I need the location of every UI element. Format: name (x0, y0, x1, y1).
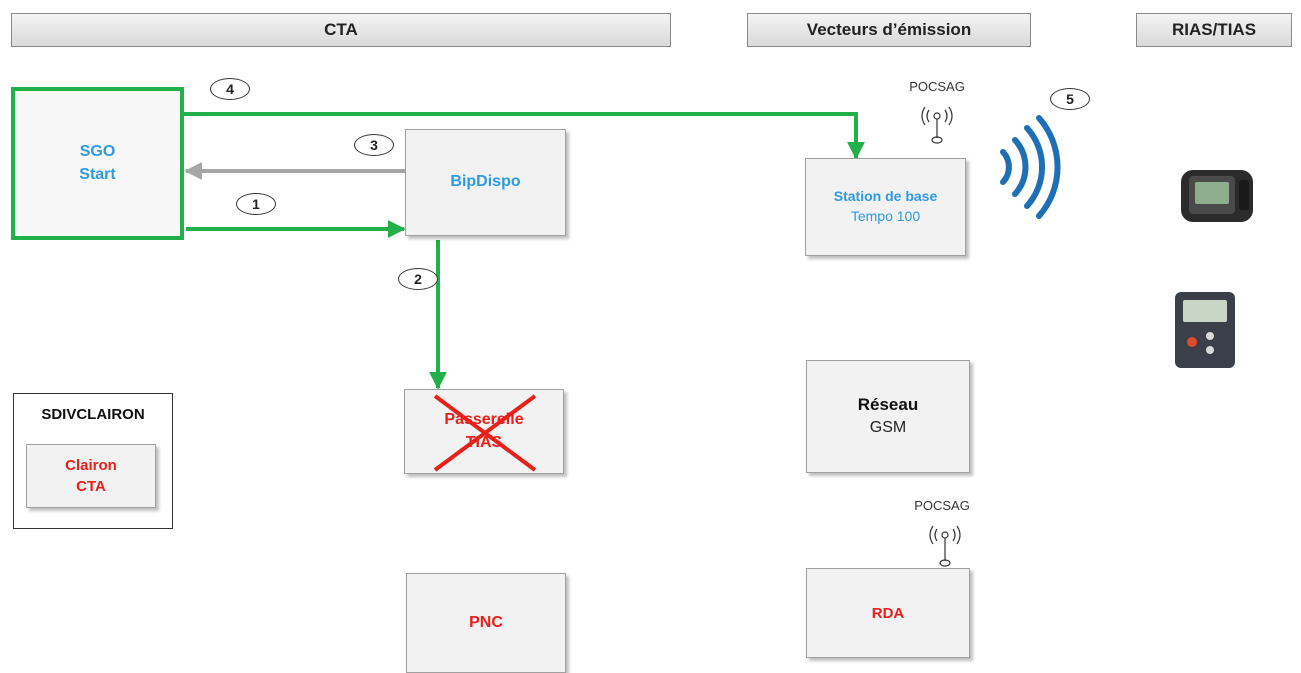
step-2-marker: 2 (398, 268, 438, 290)
station-tempo-label: Tempo 100 (850, 208, 921, 224)
reseau-gsm-box: Réseau GSM (806, 360, 970, 473)
header-vecteurs: Vecteurs d’émission (747, 13, 1031, 47)
gsm-label: GSM (869, 419, 907, 437)
antenna-icon (929, 525, 961, 567)
step-3-marker: 3 (354, 134, 394, 156)
sgo-label: SGO (79, 143, 116, 161)
clairon-cta-box: Clairon CTA (26, 444, 156, 508)
cross-out-icon (433, 394, 537, 472)
rda-box: RDA (806, 568, 970, 658)
pocsag-antenna-top: POCSAG (892, 79, 982, 144)
station-label: Station de base (833, 188, 938, 205)
step-4-label: 4 (226, 81, 234, 97)
header-cta-label: CTA (324, 20, 358, 39)
pnc-box: PNC (406, 573, 566, 673)
pocsag-label-bottom: POCSAG (914, 498, 970, 513)
header-rias-label: RIAS/TIAS (1171, 20, 1257, 39)
header-vecteurs-label: Vecteurs d’émission (806, 20, 972, 39)
pocsag-antenna-bottom: POCSAG (897, 498, 987, 567)
header-rias-tias: RIAS/TIAS (1136, 13, 1292, 47)
passerelle-tias-box: Passerelle TIAS (404, 389, 564, 474)
clairon-label: Clairon (65, 457, 117, 474)
clairon-cta-label: CTA (76, 478, 106, 495)
sgo-start-box: SGO Start (11, 87, 184, 240)
step-3-label: 3 (370, 137, 378, 153)
step-5-label: 5 (1066, 91, 1074, 107)
rda-label: RDA (871, 604, 905, 622)
sdivclairon-title: SDIVCLAIRON (41, 406, 145, 423)
station-de-base-box: Station de base Tempo 100 (805, 158, 966, 256)
arrow-step-4 (183, 112, 865, 160)
step-2-label: 2 (414, 271, 422, 287)
sdivclairon-box: SDIVCLAIRON Clairon CTA (13, 393, 173, 529)
sgo-start-label: Start (79, 165, 116, 183)
pnc-label: PNC (469, 613, 503, 631)
bipdispo-label: BipDispo (450, 173, 521, 191)
step-4-marker: 4 (210, 78, 250, 100)
pager-icon (1175, 292, 1235, 368)
pocsag-label-top: POCSAG (909, 79, 965, 94)
pager-icon (1181, 170, 1253, 222)
step-1-label: 1 (252, 196, 260, 212)
header-cta: CTA (11, 13, 671, 47)
bipdispo-box: BipDispo (405, 129, 566, 236)
step-1-marker: 1 (236, 193, 276, 215)
wireless-signal-icon (1000, 115, 1061, 219)
antenna-icon (921, 106, 953, 144)
step-5-marker: 5 (1050, 88, 1090, 110)
reseau-label: Réseau (857, 395, 919, 415)
